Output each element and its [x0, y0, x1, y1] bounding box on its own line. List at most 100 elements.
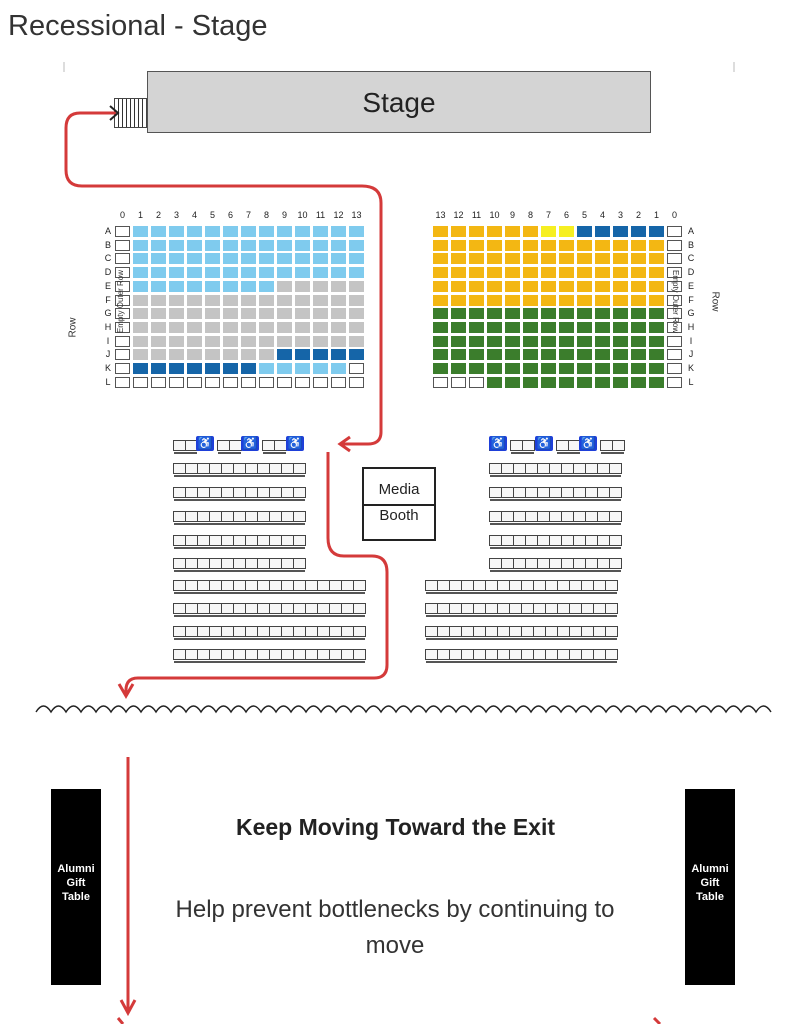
stairs-icon — [114, 98, 147, 128]
seat — [541, 267, 556, 279]
column-number: 6 — [563, 210, 569, 220]
seat — [469, 280, 484, 292]
seat — [487, 363, 502, 374]
seat — [151, 349, 166, 361]
seat — [295, 349, 310, 361]
seat-bench — [425, 603, 618, 617]
column-number: 4 — [599, 210, 605, 220]
row-letter: E — [104, 280, 111, 291]
seat — [169, 239, 184, 251]
seat-bench — [425, 626, 618, 640]
seat — [349, 349, 364, 361]
seat — [187, 226, 202, 237]
seat — [133, 321, 148, 333]
seat — [349, 239, 364, 251]
seat — [277, 363, 292, 374]
seat — [349, 294, 364, 306]
seat — [187, 335, 202, 347]
seat — [151, 226, 166, 237]
seat — [559, 226, 574, 237]
seat — [541, 308, 556, 320]
seat — [187, 280, 202, 292]
seat — [613, 349, 628, 361]
seat — [541, 280, 556, 292]
seat — [187, 363, 202, 374]
wheelchair-icon: ♿ — [489, 436, 507, 451]
seat — [451, 308, 466, 320]
seat — [295, 363, 310, 374]
seat — [505, 335, 520, 347]
seat — [559, 363, 574, 374]
seat — [133, 226, 148, 237]
seat — [187, 294, 202, 306]
seat — [277, 267, 292, 279]
seat — [169, 376, 184, 388]
seat — [169, 280, 184, 292]
seat — [505, 294, 520, 306]
seat — [259, 349, 274, 361]
seat — [277, 253, 292, 265]
seat — [559, 321, 574, 333]
seat — [505, 239, 520, 251]
seat — [433, 363, 448, 374]
seat-bench — [173, 487, 306, 501]
column-number: 1 — [653, 210, 659, 220]
gift-table-label: Alumni Gift Table — [691, 863, 729, 903]
seat — [433, 239, 448, 251]
seat — [487, 349, 502, 361]
seat — [313, 321, 328, 333]
seat — [433, 226, 448, 237]
seat — [595, 363, 610, 374]
seat — [559, 267, 574, 279]
seat — [295, 253, 310, 265]
seat — [487, 294, 502, 306]
seat — [523, 376, 538, 388]
seat — [115, 376, 130, 388]
seat — [205, 267, 220, 279]
seat — [433, 308, 448, 320]
seat — [331, 267, 346, 279]
seat — [667, 349, 682, 361]
seat-bench — [489, 558, 622, 572]
seat — [631, 376, 646, 388]
seat — [223, 376, 238, 388]
seat — [469, 239, 484, 251]
seat — [577, 308, 592, 320]
seat — [487, 226, 502, 237]
seat — [613, 321, 628, 333]
seat — [595, 280, 610, 292]
row-letter: D — [104, 267, 112, 278]
seat — [331, 376, 346, 388]
seat — [241, 267, 256, 279]
seat — [541, 226, 556, 237]
seat — [667, 239, 682, 251]
seat — [667, 294, 682, 306]
seat — [277, 239, 292, 251]
row-letter: F — [688, 294, 694, 305]
seat — [631, 335, 646, 347]
seat — [577, 280, 592, 292]
seat — [133, 308, 148, 320]
seat — [151, 363, 166, 374]
seat — [577, 253, 592, 265]
seat-bench — [173, 511, 306, 525]
seat — [631, 294, 646, 306]
seat-bench — [556, 440, 581, 454]
media-booth-line1: Media — [378, 481, 420, 498]
seat — [349, 308, 364, 320]
seat — [469, 253, 484, 265]
seat — [115, 226, 130, 237]
seat — [349, 321, 364, 333]
seat — [115, 239, 130, 251]
seat — [559, 308, 574, 320]
column-number: 3 — [617, 210, 623, 220]
seat — [295, 321, 310, 333]
seat — [133, 363, 148, 374]
seat — [505, 363, 520, 374]
row-letter: K — [687, 363, 694, 373]
seat — [649, 349, 664, 361]
seat — [487, 253, 502, 265]
seat — [559, 253, 574, 265]
seat — [595, 253, 610, 265]
seat — [277, 376, 292, 388]
